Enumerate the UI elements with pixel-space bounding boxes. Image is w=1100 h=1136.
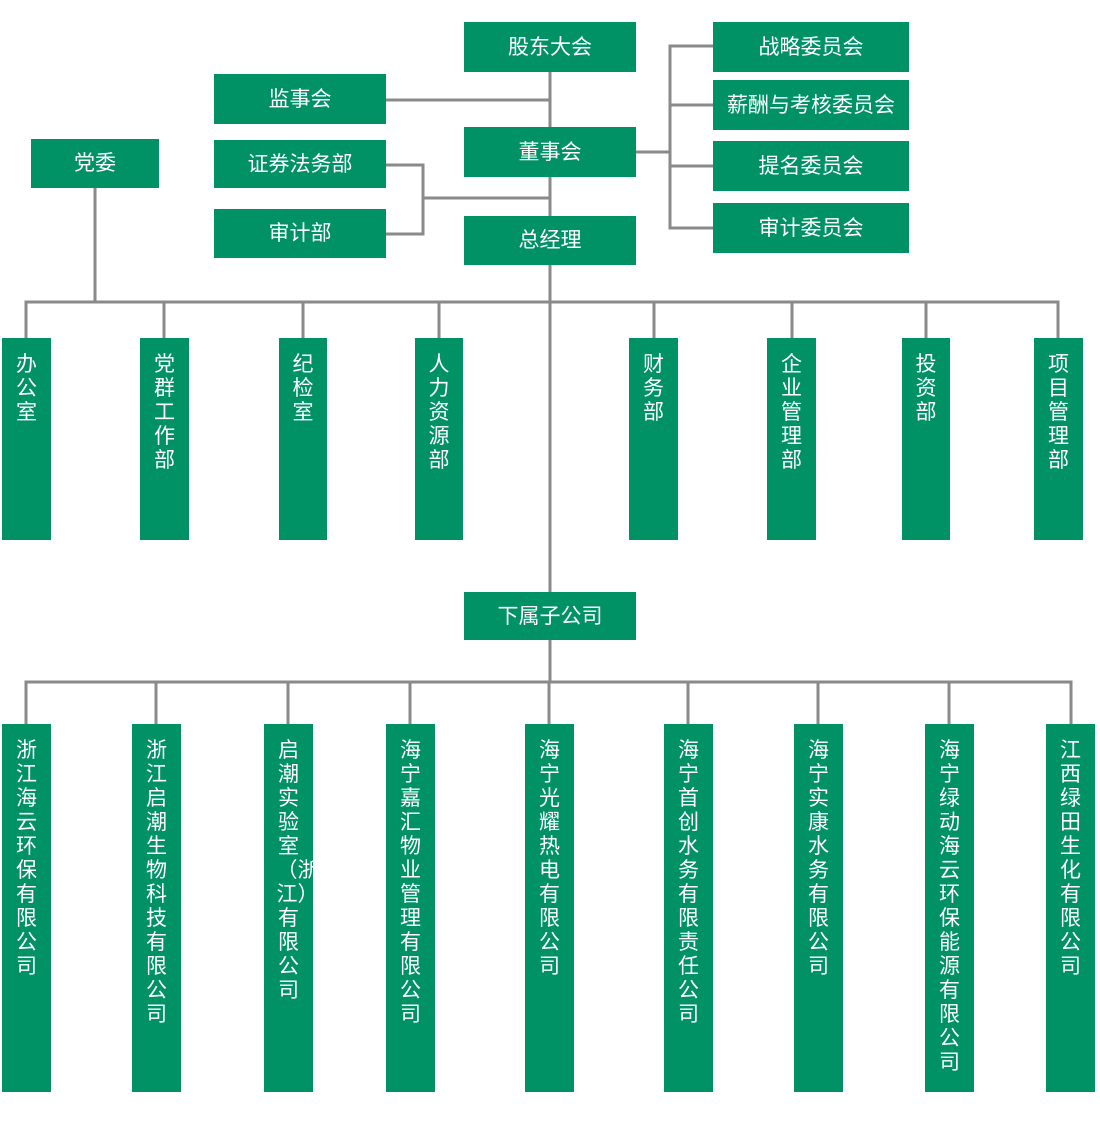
supervisory-board-label: 监事会	[268, 86, 332, 111]
department-label: 纪检室	[292, 352, 314, 424]
committee-label: 审计委员会	[758, 215, 864, 240]
securities-legal-dept-label: 证券法务部	[247, 151, 353, 176]
subsidiary-box[interactable]: 浙江海云环保有限公司	[2, 724, 51, 1092]
subsidiary-box[interactable]: 海宁光耀热电有限公司	[525, 724, 574, 1092]
department-box[interactable]: 投资部	[902, 338, 950, 540]
subsidiaries-header-label: 下属子公司	[497, 603, 603, 628]
audit-dept-label: 审计部	[268, 221, 332, 245]
subsidiary-label: 海宁实康水务有限公司	[808, 738, 829, 978]
shareholders-meeting-box[interactable]: 股东大会	[464, 22, 636, 72]
subsidiary-label: 海宁光耀热电有限公司	[539, 738, 560, 978]
department-label: 财务部	[643, 352, 664, 424]
subsidiary-label: 海宁绿动海云环保能源有限公司	[939, 738, 960, 1074]
subsidiary-label: 启潮实验室（浙江）有限公司	[276, 738, 319, 1002]
subsidiary-label: 浙江海云环保有限公司	[16, 738, 37, 978]
subsidiaries-header-box[interactable]: 下属子公司	[464, 592, 636, 640]
department-box[interactable]: 党群工作部	[140, 338, 189, 540]
department-box[interactable]: 项目管理部	[1034, 338, 1083, 540]
committee-box[interactable]: 审计委员会	[713, 203, 909, 253]
department-box[interactable]: 纪检室	[279, 338, 327, 540]
department-box[interactable]: 企业管理部	[767, 338, 816, 540]
subsidiary-box[interactable]: 浙江启潮生物科技有限公司	[132, 724, 181, 1092]
department-label: 投资部	[915, 352, 937, 424]
department-label: 企业管理部	[781, 352, 802, 472]
department-box[interactable]: 人力资源部	[415, 338, 463, 540]
subsidiary-box[interactable]: 海宁嘉汇物业管理有限公司	[386, 724, 435, 1092]
subsidiary-label: 浙江启潮生物科技有限公司	[146, 738, 167, 1026]
subsidiary-box[interactable]: 海宁实康水务有限公司	[794, 724, 843, 1092]
supervisory-board-box[interactable]: 监事会	[214, 74, 386, 124]
subsidiary-box[interactable]: 海宁首创水务有限责任公司	[664, 724, 713, 1092]
general-manager-label: 总经理	[518, 228, 582, 252]
committee-label: 战略委员会	[758, 34, 864, 59]
party-committee-label: 党委	[74, 151, 116, 175]
department-label: 人力资源部	[428, 352, 450, 472]
department-box[interactable]: 办公室	[2, 338, 51, 540]
general-manager-box[interactable]: 总经理	[464, 216, 636, 265]
department-label: 党群工作部	[154, 352, 175, 472]
board-of-directors-box[interactable]: 董事会	[464, 127, 636, 177]
subsidiary-box[interactable]: 江西绿田生化有限公司	[1046, 724, 1095, 1092]
committee-box[interactable]: 提名委员会	[713, 141, 909, 191]
department-label: 办公室	[16, 352, 37, 424]
audit-dept-box[interactable]: 审计部	[214, 209, 386, 258]
securities-legal-dept-box[interactable]: 证券法务部	[214, 140, 386, 188]
committee-box[interactable]: 薪酬与考核委员会	[713, 80, 909, 130]
committee-label: 薪酬与考核委员会	[727, 92, 895, 117]
shareholders-meeting-label: 股东大会	[508, 34, 592, 59]
subsidiary-label: 海宁首创水务有限责任公司	[678, 738, 699, 1026]
department-box[interactable]: 财务部	[629, 338, 678, 540]
committee-box[interactable]: 战略委员会	[713, 22, 909, 72]
committee-label: 提名委员会	[758, 153, 864, 178]
subsidiary-label: 江西绿田生化有限公司	[1060, 738, 1081, 978]
subsidiary-box[interactable]: 海宁绿动海云环保能源有限公司	[925, 724, 974, 1092]
subsidiary-box[interactable]: 启潮实验室（浙江）有限公司	[264, 724, 319, 1092]
department-label: 项目管理部	[1048, 352, 1069, 472]
party-committee-box[interactable]: 党委	[31, 139, 159, 188]
subsidiary-label: 海宁嘉汇物业管理有限公司	[400, 738, 421, 1026]
board-of-directors-label: 董事会	[518, 139, 582, 164]
